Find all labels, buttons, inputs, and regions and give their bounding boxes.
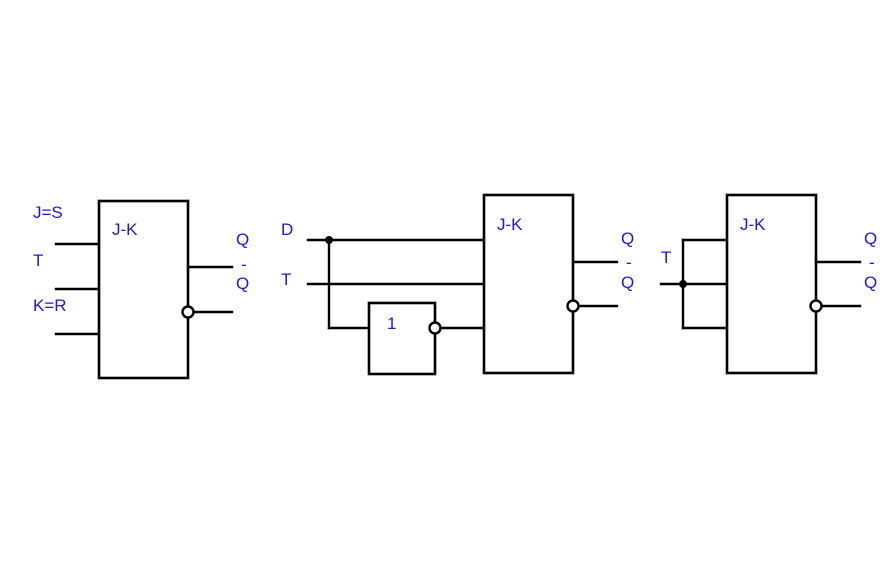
- right-t-label: T: [661, 248, 671, 267]
- right-qbar-mark: -: [869, 253, 875, 272]
- left-flipflop: J-K J=S T K=R Q - Q: [33, 199, 249, 380]
- middle-t-label: T: [281, 270, 291, 289]
- middle-qbar-mark: -: [626, 253, 632, 272]
- left-qbar-mark: -: [241, 255, 247, 274]
- right-q-label: Q: [864, 229, 877, 248]
- middle-inverter-label: 1: [387, 314, 396, 333]
- right-block-label: J-K: [740, 215, 766, 234]
- right-flipflop: J-K T Q - Q: [659, 193, 877, 375]
- middle-block-label: J-K: [497, 215, 523, 234]
- left-q-label: Q: [236, 230, 249, 249]
- left-k-label: K=R: [33, 296, 67, 315]
- right-junction-dot: [679, 280, 687, 288]
- middle-flipflop: J-K 1 D T Q - Q: [281, 193, 634, 376]
- right-qbar-label: Q: [864, 273, 877, 292]
- left-jk-block: [97, 199, 190, 380]
- middle-qbar-label: Q: [621, 273, 634, 292]
- left-t-label: T: [33, 251, 43, 270]
- left-block-label: J-K: [112, 220, 138, 239]
- left-inversion-bubble: [181, 305, 195, 319]
- left-j-label: J=S: [33, 203, 63, 222]
- middle-inversion-bubble: [566, 299, 580, 313]
- left-qbar-label: Q: [236, 274, 249, 293]
- middle-d-label: D: [281, 220, 293, 239]
- middle-jk-block: [482, 193, 575, 375]
- right-jk-block: [725, 193, 818, 375]
- middle-inverter-block: [367, 301, 437, 376]
- middle-junction-dot: [325, 236, 333, 244]
- middle-inverter-bubble: [428, 321, 442, 335]
- right-inversion-bubble: [809, 299, 823, 313]
- middle-q-label: Q: [621, 229, 634, 248]
